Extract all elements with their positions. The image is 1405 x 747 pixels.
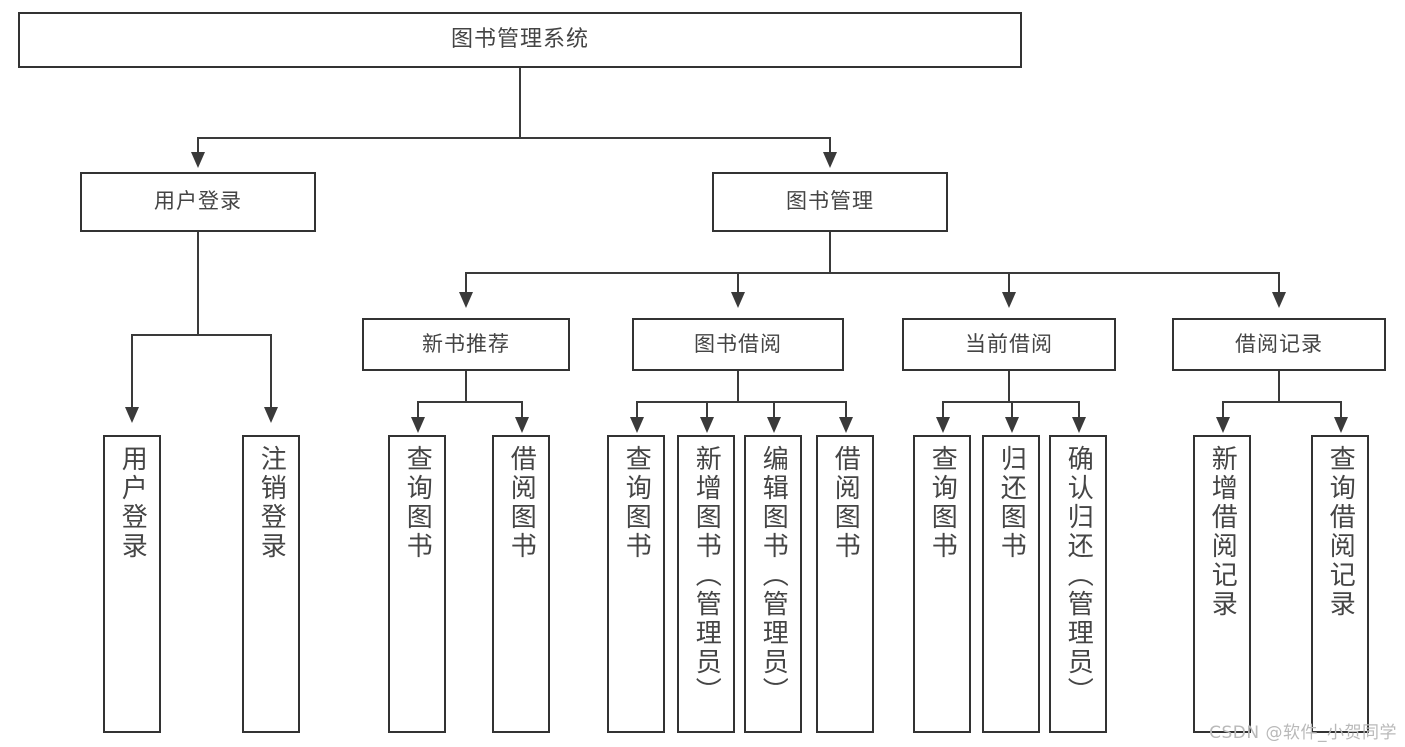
arrowhead-to-book-manage (823, 152, 837, 168)
connector-book-borrow-child-2 (706, 401, 708, 419)
connector-root-stem (519, 68, 521, 138)
arrowhead-borrow-record-child-2 (1334, 417, 1348, 433)
connector-to-user-login (197, 137, 199, 155)
node-label: 新增借阅记录 (1207, 445, 1238, 619)
node-new-book-recommend[interactable]: 新书推荐 (362, 318, 570, 371)
arrowhead-borrow-record-child-1 (1216, 417, 1230, 433)
connector-new-book-bar (418, 401, 523, 403)
leaf-new-book-query[interactable]: 查询图书 (388, 435, 446, 733)
node-label: 当前借阅 (965, 331, 1053, 356)
connector-book-borrow-child-3 (773, 401, 775, 419)
connector-book-manage-stem (829, 232, 831, 273)
connector-current-borrow-child-1 (942, 401, 944, 419)
connector-borrow-record-bar (1223, 401, 1341, 403)
connector-user-login-child-1 (131, 334, 133, 409)
node-label: 查询图书 (927, 445, 958, 561)
connector-user-login-child-2 (270, 334, 272, 409)
node-book-borrow[interactable]: 图书借阅 (632, 318, 844, 371)
arrowhead-user-login-child-1 (125, 407, 139, 423)
arrowhead-new-book-child-2 (515, 417, 529, 433)
connector-current-borrow-child-2 (1011, 401, 1013, 419)
node-label: 用户登录 (117, 445, 148, 561)
connector-borrow-record-stem (1278, 371, 1280, 402)
arrowhead-book-borrow-child-1 (630, 417, 644, 433)
node-book-manage[interactable]: 图书管理 (712, 172, 948, 232)
node-label: 注销登录 (256, 445, 287, 561)
connector-to-new-book (465, 272, 467, 294)
node-label: 编辑图书（管理员） (758, 445, 789, 706)
node-label: 归还图书 (996, 445, 1027, 561)
connector-borrow-record-child-1 (1222, 401, 1224, 419)
arrowhead-user-login-child-2 (264, 407, 278, 423)
connector-user-login-stem (197, 232, 199, 335)
node-label: 图书借阅 (694, 331, 782, 356)
leaf-current-borrow-confirm-return[interactable]: 确认归还（管理员） (1049, 435, 1107, 733)
node-root-system[interactable]: 图书管理系统 (18, 12, 1022, 68)
arrowhead-to-user-login (191, 152, 205, 168)
node-label: 查询图书 (621, 445, 652, 561)
node-label: 借阅图书 (506, 445, 537, 561)
arrowhead-current-borrow-child-3 (1072, 417, 1086, 433)
arrowhead-book-borrow-child-3 (767, 417, 781, 433)
arrowhead-to-borrow-record (1272, 292, 1286, 308)
node-label: 图书管理 (786, 189, 874, 214)
connector-book-borrow-bar (637, 401, 846, 403)
arrowhead-to-new-book (459, 292, 473, 308)
connector-user-login-bar (132, 334, 271, 336)
leaf-book-borrow-add[interactable]: 新增图书（管理员） (677, 435, 735, 733)
arrowhead-current-borrow-child-2 (1005, 417, 1019, 433)
connector-book-borrow-child-4 (845, 401, 847, 419)
connector-to-book-manage (829, 137, 831, 155)
connector-root-bar (198, 137, 831, 139)
leaf-user-login-login[interactable]: 用户登录 (103, 435, 161, 733)
node-current-borrow[interactable]: 当前借阅 (902, 318, 1116, 371)
leaf-borrow-record-add[interactable]: 新增借阅记录 (1193, 435, 1251, 733)
node-borrow-record[interactable]: 借阅记录 (1172, 318, 1386, 371)
leaf-user-login-logout[interactable]: 注销登录 (242, 435, 300, 733)
arrowhead-current-borrow-child-1 (936, 417, 950, 433)
connector-current-borrow-stem (1008, 371, 1010, 402)
node-user-login[interactable]: 用户登录 (80, 172, 316, 232)
leaf-book-borrow-borrow[interactable]: 借阅图书 (816, 435, 874, 733)
connector-to-borrow-record (1278, 272, 1280, 294)
leaf-new-book-borrow[interactable]: 借阅图书 (492, 435, 550, 733)
connector-new-book-stem (465, 371, 467, 402)
leaf-current-borrow-query[interactable]: 查询图书 (913, 435, 971, 733)
leaf-book-borrow-edit[interactable]: 编辑图书（管理员） (744, 435, 802, 733)
node-label: 查询借阅记录 (1325, 445, 1356, 619)
node-label: 新书推荐 (422, 331, 510, 356)
connector-to-current-borrow (1008, 272, 1010, 294)
arrowhead-new-book-child-1 (411, 417, 425, 433)
node-label: 用户登录 (154, 189, 242, 214)
connector-borrow-record-child-2 (1340, 401, 1342, 419)
arrowhead-book-borrow-child-2 (700, 417, 714, 433)
arrowhead-to-book-borrow (731, 292, 745, 308)
node-label: 确认归还（管理员） (1063, 445, 1094, 706)
connector-book-borrow-stem (737, 371, 739, 402)
connector-current-borrow-child-3 (1078, 401, 1080, 419)
node-label: 新增图书（管理员） (691, 445, 722, 706)
leaf-current-borrow-return[interactable]: 归还图书 (982, 435, 1040, 733)
arrowhead-book-borrow-child-4 (839, 417, 853, 433)
node-label: 借阅记录 (1235, 331, 1323, 356)
node-label: 借阅图书 (830, 445, 861, 561)
arrowhead-to-current-borrow (1002, 292, 1016, 308)
connector-to-book-borrow (737, 272, 739, 294)
leaf-borrow-record-query[interactable]: 查询借阅记录 (1311, 435, 1369, 733)
connector-book-borrow-child-1 (636, 401, 638, 419)
node-label: 查询图书 (402, 445, 433, 561)
leaf-book-borrow-query[interactable]: 查询图书 (607, 435, 665, 733)
connector-new-book-child-2 (521, 401, 523, 419)
node-label: 图书管理系统 (450, 26, 589, 52)
connector-book-manage-bar (466, 272, 1279, 274)
connector-new-book-child-1 (417, 401, 419, 419)
